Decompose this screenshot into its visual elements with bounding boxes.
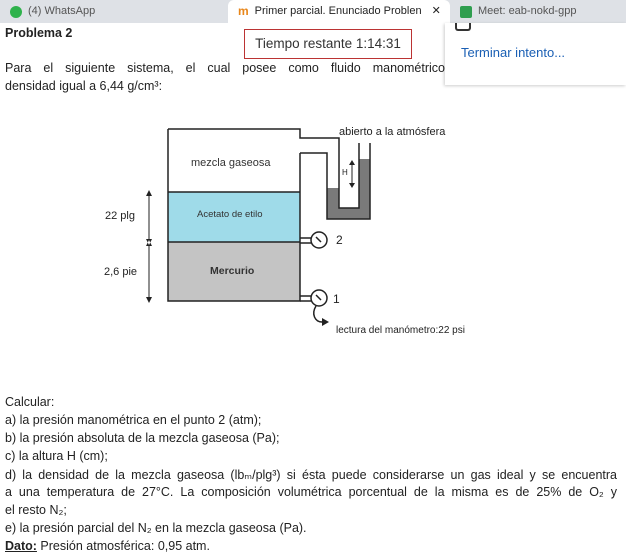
tab-label: Meet: eab-nokd-gpp [478,5,577,17]
tab-primer-parcial[interactable]: m Primer parcial. Enunciado Problen ✕ [228,0,450,23]
gauge-reading: lectura del manómetro:22 psi [336,325,465,336]
intro-line-1: Para el siguiente sistema, el cual posee… [5,61,445,75]
tab-label: Primer parcial. Enunciado Problen [254,5,422,17]
manometer-fluid [327,159,370,219]
dato-text: Presión atmosférica: 0,95 atm. [36,539,210,553]
tank-outline-upper [168,128,360,209]
question-a: a) la presión manométrica en el punto 2 … [5,413,262,427]
question-b: b) la presión absoluta de la mezcla gase… [5,431,280,445]
problem-title: Problema 2 [5,26,73,40]
time-remaining: Tiempo restante 1:14:31 [244,29,412,59]
browser-tab-bar: (4) WhatsApp m Primer parcial. Enunciado… [0,0,626,23]
tab-whatsapp[interactable]: (4) WhatsApp [10,0,95,23]
finish-attempt-link[interactable]: Terminar intento... [461,45,566,60]
close-tab-icon[interactable]: ✕ [431,5,441,17]
tank-outline [167,129,301,302]
mercury-label: Mercurio [210,265,255,277]
question-d-line2: a una temperatura de 27°C. La composició… [5,485,617,499]
u-tube-outer [300,143,371,220]
gas-label: mezcla gaseosa [191,157,271,169]
quiz-nav-panel: Terminar intento... [445,23,626,85]
dim-2-6-pie: 2,6 pie [104,266,138,278]
calc-heading: Calcular: [5,395,55,409]
meet-icon [460,5,472,18]
whatsapp-icon [10,5,22,18]
h-label: H [342,168,348,177]
nav-icon [455,23,471,31]
moodle-icon: m [238,4,249,18]
question-d-line3: el resto N₂; [5,503,67,517]
open-atmosphere-label: abierto a la atmósfera [339,126,446,138]
mercury-layer [168,242,300,301]
dim-22-plg: 22 plg [105,210,135,222]
point-2-label: 2 [336,233,343,247]
question-d-line1: d) la densidad de la mezcla gaseosa (lbₘ… [5,468,617,482]
question-e: e) la presión parcial del N₂ en la mezcl… [5,521,307,535]
dato-line: Dato: Presión atmosférica: 0,95 atm. [5,539,210,553]
tab-label: (4) WhatsApp [28,5,96,17]
dato-label: Dato: [5,539,37,553]
tab-meet[interactable]: Meet: eab-nokd-gpp [460,0,576,23]
intro-line-2: densidad igual a 6,44 g/cm³: [5,79,163,93]
arrow-icon [322,318,329,326]
acetate-label: Acetato de etilo [197,209,263,220]
point-1-label: 1 [333,292,340,306]
question-c: c) la altura H (cm); [5,449,108,463]
acetate-layer [168,192,300,242]
